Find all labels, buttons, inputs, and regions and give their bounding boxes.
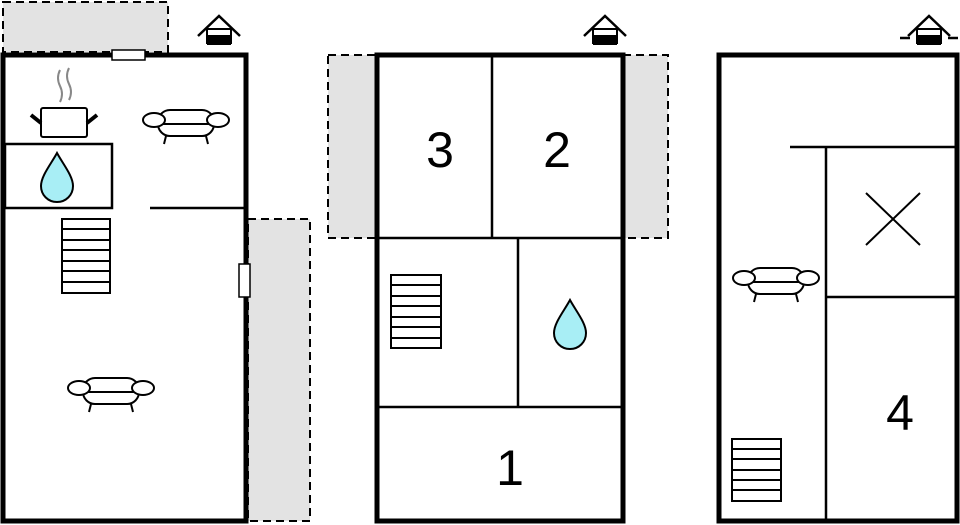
exterior-terrace [327,54,378,239]
stairs-icon [61,218,111,294]
kitchen-counter [3,142,114,210]
room-label-1: 1 [496,440,524,496]
outer-wall [374,52,626,524]
room-label-4: 4 [886,385,914,441]
door [238,263,251,298]
house-icon [900,14,958,47]
plan-3: 4 [716,14,960,524]
exterior-terrace [247,218,311,522]
cross-icon [865,192,921,246]
plan-2: 3 2 1 [327,14,669,524]
sofa-icon [67,377,155,413]
outer-wall [716,52,960,524]
sofa-icon [142,109,230,145]
room-label-2: 2 [543,122,571,178]
plan-1 [0,1,311,524]
exterior-terrace [2,1,169,53]
house-icon [582,14,628,47]
sofa-icon [732,267,820,303]
window [111,49,146,61]
water-drop-icon [553,299,587,350]
room-label-3: 3 [426,122,454,178]
interior-walls [790,145,957,521]
water-drop-icon [40,152,74,203]
pot-icon [29,67,99,138]
interior-walls [377,55,623,409]
stairs-icon [731,438,782,502]
exterior-terrace [622,54,669,239]
house-icon [196,14,242,47]
stairs-icon [390,274,442,349]
